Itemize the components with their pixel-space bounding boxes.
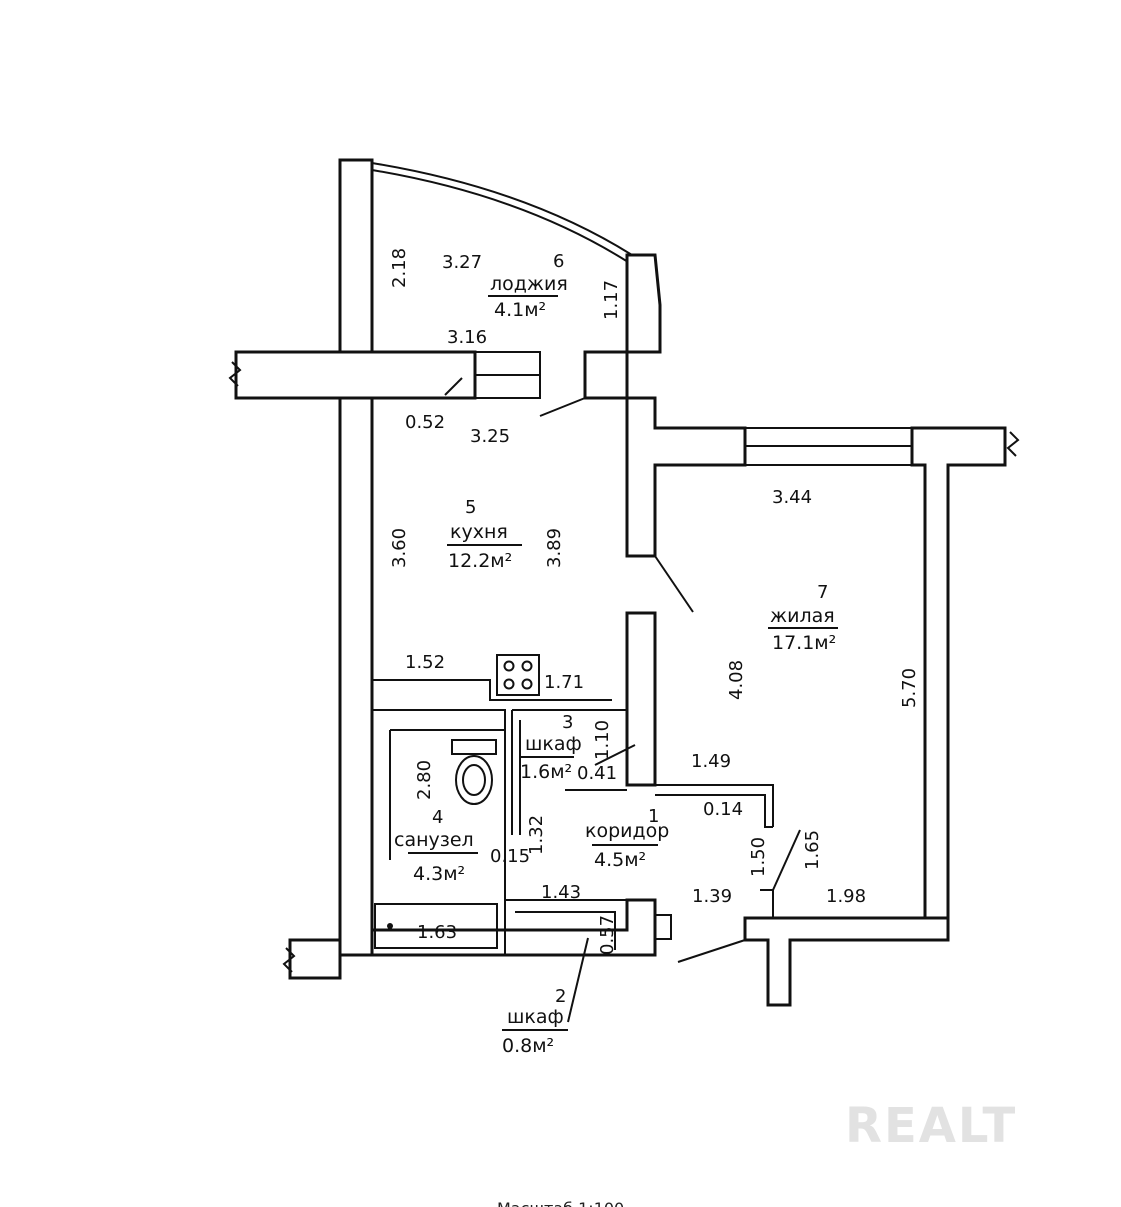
wall-bottom bbox=[290, 898, 657, 957]
entry-pillar bbox=[760, 889, 774, 918]
dim-corridor-wall-gap: 0.14 bbox=[703, 799, 743, 820]
dim-living-right: 5.70 bbox=[899, 668, 920, 708]
dim-tub-length: 1.63 bbox=[417, 922, 457, 943]
dim-closet-depth: 0.41 bbox=[577, 763, 617, 784]
wall-loggia-right bbox=[625, 253, 662, 354]
room-area-living: 17.1м² bbox=[772, 632, 836, 654]
kitchen-counter bbox=[372, 679, 612, 701]
closet2-frame bbox=[504, 899, 627, 955]
room-name-loggia: лоджия bbox=[490, 273, 568, 295]
dim-stove: 1.71 bbox=[544, 672, 584, 693]
toilet-icon bbox=[451, 739, 497, 805]
room-area-corridor: 4.5м² bbox=[594, 849, 646, 871]
break-mark-left bbox=[228, 361, 242, 387]
dim-kitchen-top: 3.25 bbox=[470, 426, 510, 447]
room-labels: 6 лоджия 4.1м² 5 кухня 12.2м² 7 жилая 17… bbox=[394, 251, 838, 1057]
dim-kitchen-left: 3.60 bbox=[389, 528, 410, 568]
door-swing-living-door bbox=[772, 829, 801, 891]
dim-kitchen-right: 3.89 bbox=[544, 528, 565, 568]
wall-corridor-partition bbox=[655, 784, 774, 828]
dim-loggia-side: 1.17 bbox=[601, 280, 622, 320]
room-number-bathroom: 4 bbox=[432, 807, 443, 828]
break-mark-right bbox=[1006, 431, 1020, 457]
room-name-living: жилая bbox=[770, 605, 835, 627]
wall-bathroom bbox=[372, 709, 506, 900]
door-swing-living bbox=[654, 555, 694, 613]
wall-entry-block bbox=[743, 916, 950, 1007]
room-area-closet1: 1.6м² bbox=[520, 761, 572, 783]
dim-living-bottom: 1.98 bbox=[826, 886, 866, 907]
loggia-curved-glazing bbox=[371, 162, 633, 263]
watermark: REALT bbox=[845, 1098, 1017, 1154]
dim-loggia-width: 3.27 bbox=[442, 252, 482, 273]
wall-loggia-door-jamb bbox=[583, 350, 629, 400]
room-name-bathroom: санузел bbox=[394, 829, 474, 851]
break-mark-bottom bbox=[282, 947, 296, 973]
room-name-kitchen: кухня bbox=[450, 521, 508, 543]
loggia-window-frame bbox=[475, 351, 541, 399]
dim-corridor-height: 1.50 bbox=[748, 837, 769, 877]
dimension-labels: 2.18 3.27 1.17 3.16 0.52 3.25 3.60 3.89 … bbox=[389, 248, 920, 955]
dim-closet2-width: 1.43 bbox=[541, 882, 581, 903]
scale-caption: Масштаб 1:100 bbox=[497, 1199, 624, 1207]
room-number-closet2: 2 bbox=[555, 986, 566, 1007]
door-swing-entry bbox=[677, 939, 746, 963]
dim-bath-wall-gap: 0.15 bbox=[490, 846, 530, 867]
room-number-kitchen: 5 bbox=[465, 497, 476, 518]
room-area-kitchen: 12.2м² bbox=[448, 550, 512, 572]
room-area-bathroom: 4.3м² bbox=[413, 863, 465, 885]
room-area-closet2: 0.8м² bbox=[502, 1035, 554, 1057]
entry-stub bbox=[654, 914, 672, 940]
dim-bath-height: 2.80 bbox=[414, 760, 435, 800]
wall-left-upper bbox=[338, 158, 374, 354]
door-swing-loggia bbox=[539, 397, 586, 417]
living-window-frame bbox=[745, 427, 913, 466]
room-name-corridor: коридор bbox=[585, 820, 669, 842]
wall-loggia-kitchen bbox=[234, 350, 477, 400]
pointer-closet2 bbox=[567, 937, 589, 1023]
dim-loggia-bottom: 3.16 bbox=[447, 327, 487, 348]
room-number-corridor: 1 bbox=[648, 806, 659, 827]
room-name-closet1: шкаф bbox=[525, 733, 582, 755]
room-number-living: 7 bbox=[817, 582, 828, 603]
room-area-loggia: 4.1м² bbox=[494, 299, 546, 321]
dim-living-mid: 4.08 bbox=[726, 660, 747, 700]
dim-entry-width: 1.39 bbox=[692, 886, 732, 907]
stove-icon bbox=[496, 654, 540, 696]
door-swing-kitchen bbox=[444, 377, 463, 396]
wall-bottom-left-cap bbox=[288, 938, 342, 980]
tub-drain bbox=[387, 923, 393, 929]
dim-living-top: 3.44 bbox=[772, 487, 812, 508]
door-swings bbox=[444, 377, 801, 1023]
door-swing-closet1 bbox=[594, 744, 636, 766]
dim-corridor-width: 1.49 bbox=[691, 751, 731, 772]
room-name-closet2: шкаф bbox=[507, 1006, 564, 1028]
wall-top-right bbox=[910, 426, 1007, 942]
room-number-closet1: 3 bbox=[562, 712, 573, 733]
dim-kitchen-door-gap: 0.52 bbox=[405, 412, 445, 433]
room-number-loggia: 6 bbox=[553, 251, 564, 272]
dim-closet2-depth: 0.57 bbox=[597, 915, 618, 955]
wall-kitchen-living-upper bbox=[625, 396, 747, 558]
dim-kitchen-bottom: 1.52 bbox=[405, 652, 445, 673]
wall-closet-right bbox=[625, 611, 657, 787]
dim-bath-depth: 1.32 bbox=[526, 815, 547, 855]
dim-closet-height: 1.10 bbox=[592, 720, 613, 760]
bathtub bbox=[374, 903, 498, 949]
dim-door-width: 1.65 bbox=[802, 830, 823, 870]
wall-closet1 bbox=[511, 709, 627, 835]
dim-loggia-height: 2.18 bbox=[389, 248, 410, 288]
wall-left-lower bbox=[338, 396, 374, 957]
